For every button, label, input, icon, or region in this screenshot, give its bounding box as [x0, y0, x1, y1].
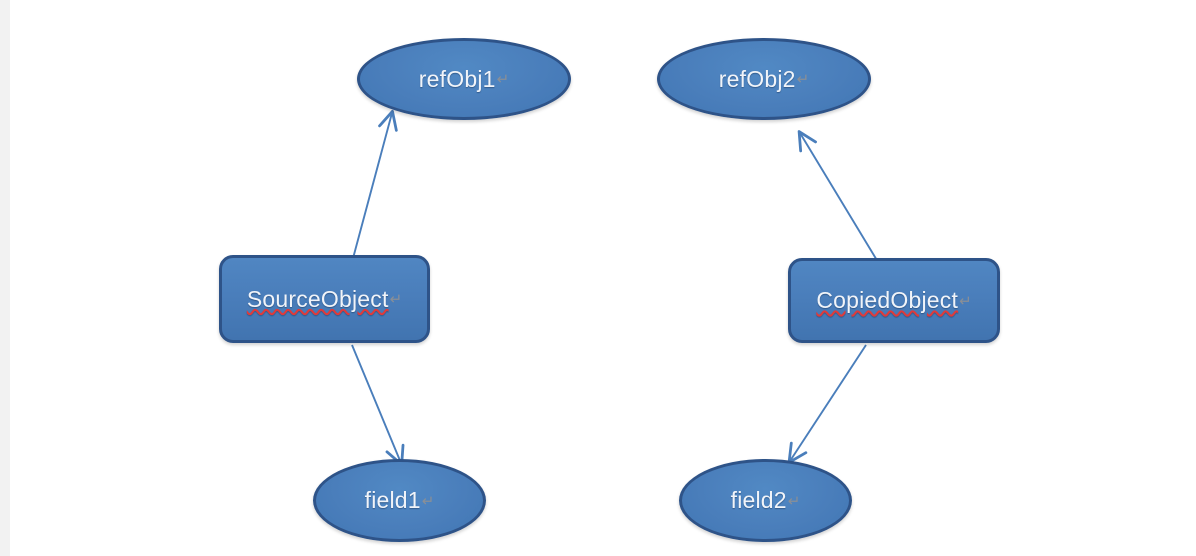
connector-source-to-refObj1 [347, 109, 398, 278]
node-label-field1: field1 [364, 487, 421, 513]
connector-source-to-field1 [351, 344, 405, 467]
node-label-copiedobject: CopiedObject [816, 287, 959, 313]
node-label-refobj2: refObj2 [718, 65, 796, 92]
node-field2[interactable]: field2↵ [679, 459, 852, 542]
node-refobj2[interactable]: refObj2↵ [657, 38, 871, 120]
node-label-sourceobject: SourceObject [246, 285, 389, 312]
return-mark-icon: ↵ [421, 492, 435, 510]
node-label-refobj1: refObj1 [418, 65, 496, 92]
return-mark-icon: ↵ [389, 291, 403, 308]
return-mark-icon: ↵ [787, 492, 801, 510]
return-mark-icon: ↵ [796, 71, 810, 88]
node-copiedobject[interactable]: CopiedObject↵ [788, 258, 1000, 343]
node-refobj1[interactable]: refObj1↵ [357, 38, 571, 120]
node-label-field2: field2 [730, 487, 787, 513]
return-mark-icon: ↵ [959, 292, 972, 310]
connector-copied-to-field2 [787, 344, 867, 464]
return-mark-icon: ↵ [496, 71, 510, 88]
left-gutter-strip [0, 0, 10, 556]
connector-copied-to-refObj2 [797, 130, 879, 263]
node-field1[interactable]: field1↵ [313, 459, 486, 542]
node-sourceobject[interactable]: SourceObject↵ [219, 255, 430, 343]
